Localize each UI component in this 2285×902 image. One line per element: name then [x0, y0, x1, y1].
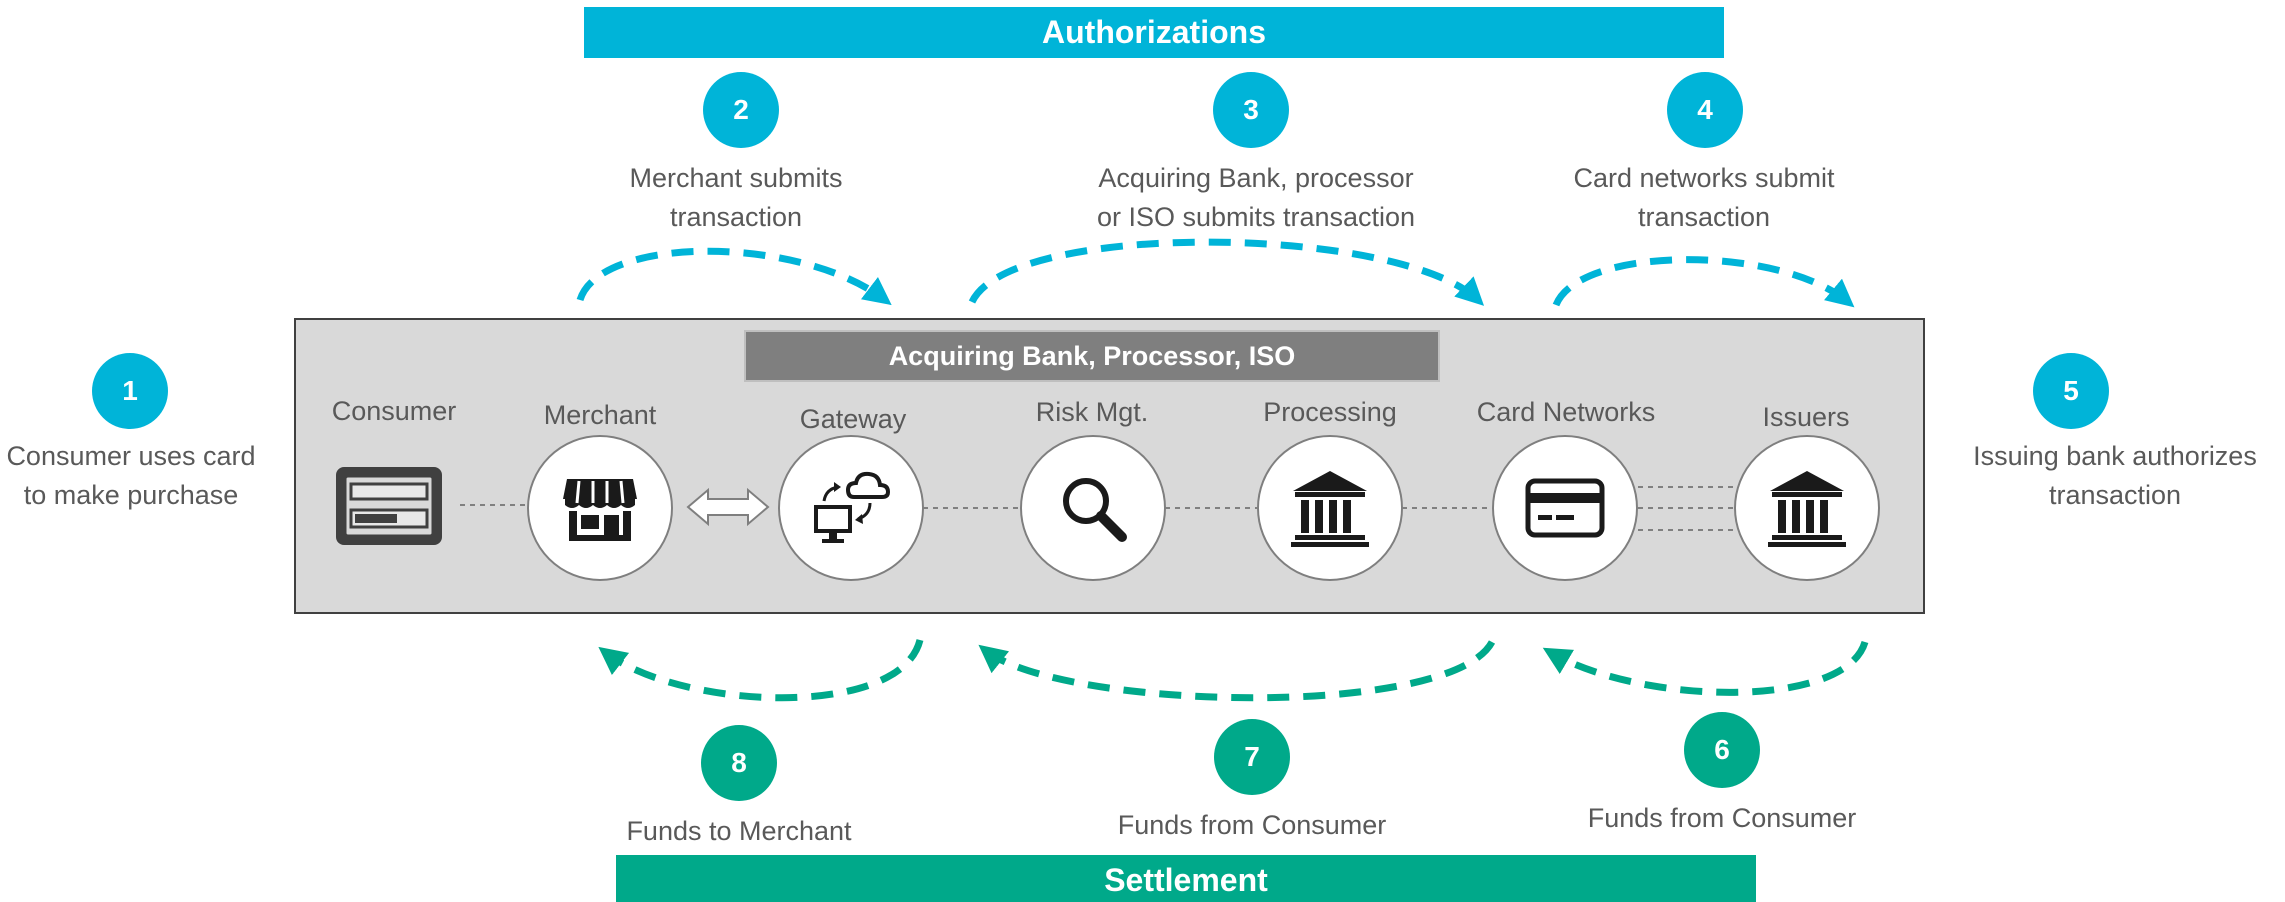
credit-card-icon: [1525, 478, 1605, 538]
credit-card-outline-icon: [336, 467, 442, 545]
settle-arrow-6: [1542, 640, 1869, 696]
settlement-band: Settlement: [616, 855, 1756, 902]
entity-label-card-networks: Card Networks: [1476, 397, 1656, 427]
acquiring-header-label: Acquiring Bank, Processor, ISO: [888, 340, 1296, 371]
step-caption-7: Funds from Consumer: [1117, 810, 1387, 840]
entity-label-processing: Processing: [1263, 397, 1397, 427]
settle-arrow-8: [598, 638, 924, 702]
bank-icon: [1291, 471, 1369, 547]
bank-icon: [1768, 471, 1846, 547]
auth-arrow-2: [576, 247, 892, 306]
step-badge-4: 4: [1667, 72, 1743, 148]
step-badge-3: 3: [1213, 72, 1289, 148]
step-badge-6: 6: [1684, 712, 1760, 788]
entity-label-risk: Risk Mgt.: [1035, 397, 1149, 427]
authorizations-label: Authorizations: [1042, 14, 1266, 50]
step-badge-5: 5: [2033, 353, 2109, 429]
step-badge-1: 1: [92, 353, 168, 429]
step-caption-5: Issuing bank authorizes transaction: [1973, 441, 2257, 510]
entity-label-issuers: Issuers: [1762, 402, 1850, 432]
entity-label-gateway: Gateway: [799, 404, 907, 434]
processing-node: [1257, 435, 1403, 581]
acquiring-header: Acquiring Bank, Processor, ISO: [744, 330, 1440, 382]
step-caption-2: Merchant submits transaction: [629, 163, 843, 232]
merchant-node: [527, 435, 673, 581]
magnifier-icon: [1063, 478, 1127, 542]
issuers-node: [1734, 435, 1880, 581]
step-badge-7: 7: [1214, 719, 1290, 795]
step-caption-3: Acquiring Bank, processor or ISO submits…: [1096, 163, 1416, 232]
auth-arrow-3: [968, 238, 1485, 306]
card-networks-node: [1492, 435, 1638, 581]
step-caption-6: Funds from Consumer: [1587, 803, 1857, 833]
auth-arrow-4: [1552, 256, 1855, 308]
step-caption-4: Card networks submit transaction: [1573, 163, 1835, 232]
step-caption-8: Funds to Merchant: [626, 816, 852, 846]
storefront-icon: [563, 479, 637, 541]
gateway-node: [778, 435, 924, 581]
step-caption-1: Consumer uses card to make purchase: [6, 441, 256, 510]
step-badge-8: 8: [701, 725, 777, 801]
entity-label-merchant: Merchant: [543, 400, 657, 430]
step-badge-2: 2: [703, 72, 779, 148]
cloud-computer-icon: [814, 471, 891, 543]
risk-management-node: [1020, 435, 1166, 581]
entity-label-consumer: Consumer: [331, 396, 457, 426]
settlement-label: Settlement: [1104, 861, 1268, 898]
authorizations-band: Authorizations: [584, 7, 1724, 58]
settle-arrow-7: [978, 640, 1496, 702]
